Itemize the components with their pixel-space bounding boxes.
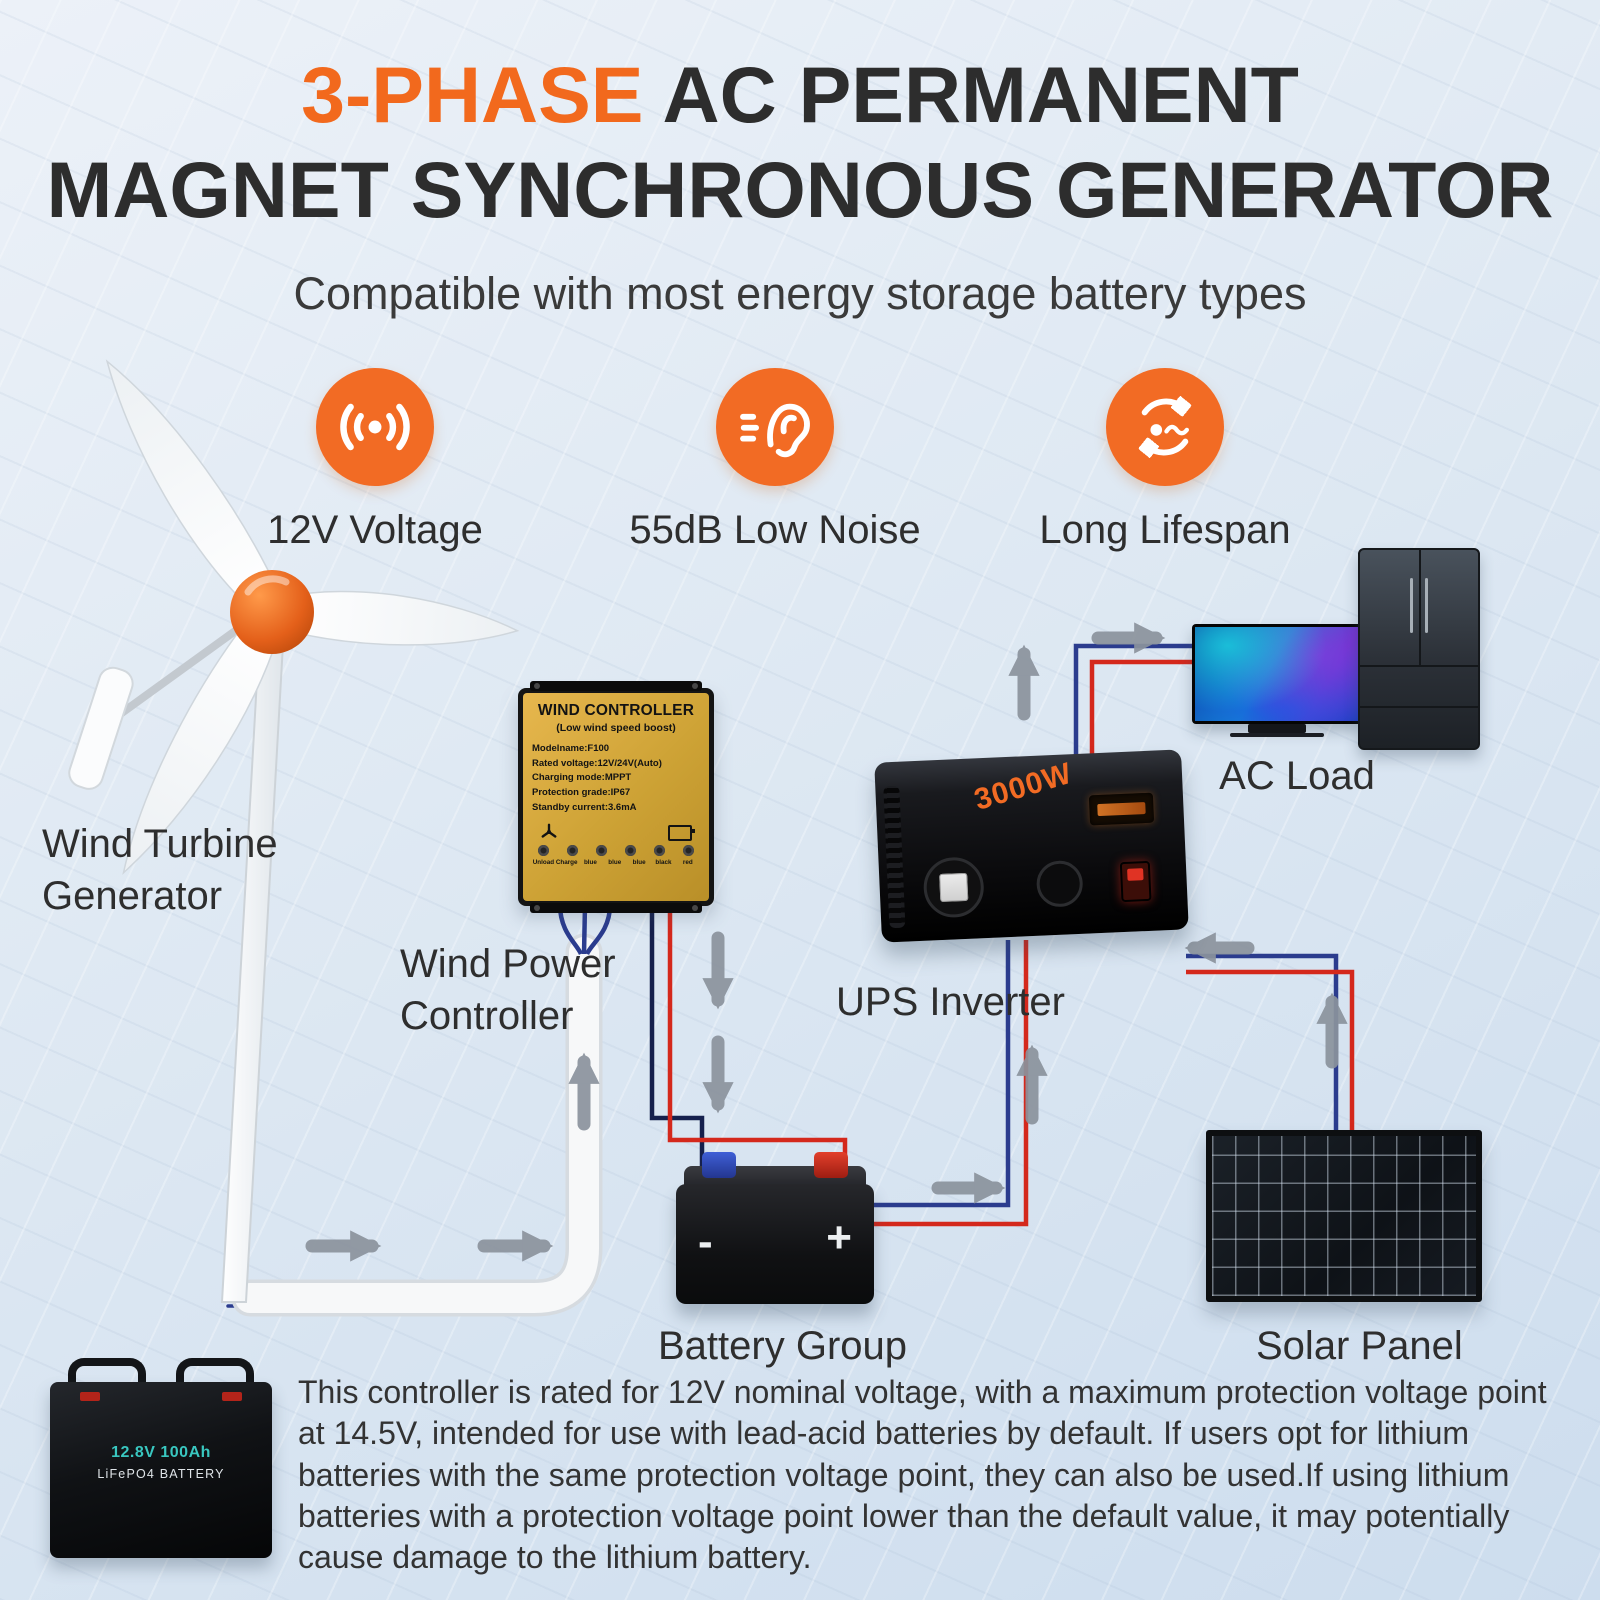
- terminal-label: red: [682, 858, 693, 866]
- page-subtitle: Compatible with most energy storage batt…: [293, 268, 1307, 319]
- controller-faceplate: WIND CONTROLLER (Low wind speed boost) M…: [523, 693, 709, 901]
- wind-controller-device: WIND CONTROLLER (Low wind speed boost) M…: [518, 681, 714, 913]
- wind-power-controller-label: Wind Power Controller: [400, 942, 616, 1038]
- battery-positive-terminal: [814, 1152, 848, 1178]
- feature-voltage-label: 12V Voltage: [267, 508, 483, 552]
- title-line-2: MAGNET SYNCHRONOUS GENERATOR: [46, 144, 1554, 234]
- solar-panel-device: [1206, 1130, 1482, 1302]
- fridge-device: [1358, 548, 1480, 750]
- solar-inverter-blue-wire: [1186, 953, 1339, 1134]
- tv-stand: [1230, 724, 1324, 737]
- lifepo4-battery-device: 12.8V 100Ah LiFePO4 BATTERY: [50, 1358, 272, 1558]
- title-highlight: 3-PHASE: [301, 50, 644, 139]
- tv-screen: [1195, 627, 1359, 721]
- battery-group-label: Battery Group: [658, 1324, 908, 1368]
- battery-minus-mark: -: [698, 1217, 713, 1266]
- inverter-vents: [883, 785, 906, 929]
- solar-inverter-red-wire: [1186, 969, 1355, 1134]
- ups-inverter-device: 3000W: [874, 749, 1189, 943]
- battery-plus-mark: +: [826, 1213, 852, 1262]
- ac-load-label: AC Load: [1219, 754, 1375, 798]
- terminal-label: blue: [608, 858, 622, 866]
- ups-inverter-label: UPS Inverter: [836, 980, 1065, 1024]
- terminal-label: black: [655, 858, 672, 866]
- mini-turbine-icon: [541, 823, 557, 838]
- terminal-screw: [654, 844, 665, 856]
- lifepo4-battery-body: 12.8V 100Ah LiFePO4 BATTERY: [50, 1382, 272, 1558]
- battery-terminal-cap: [80, 1392, 100, 1401]
- lifepo4-voltage-text: 12.8V 100Ah: [111, 1444, 211, 1461]
- mini-battery-icon: [668, 824, 695, 841]
- controller-mount-flange: [530, 681, 702, 691]
- fridge-drawer-line: [1360, 664, 1478, 667]
- terminal-screw: [625, 844, 636, 856]
- fridge-handle: [1410, 577, 1413, 634]
- solar-panel-label: Solar Panel: [1256, 1324, 1463, 1368]
- feature-low-noise-label: 55dB Low Noise: [629, 508, 921, 552]
- turbine-hub-highlight: [244, 575, 290, 596]
- terminal-screw: [538, 844, 549, 856]
- inverter-acload-blue-wire: [1073, 643, 1194, 762]
- title-line1-rest: AC PERMANENT: [643, 50, 1299, 139]
- title-line-1: 3-PHASE AC PERMANENT: [0, 48, 1600, 143]
- controller-panel-subtitle: (Low wind speed boost): [556, 722, 676, 734]
- inverter-acload-red-wire: [1089, 659, 1194, 762]
- battery-negative-terminal: [702, 1152, 736, 1178]
- fridge-drawer-line: [1360, 706, 1478, 709]
- feature-low-noise: 55dB Low Noise: [600, 368, 950, 553]
- inverter-round-socket: [1035, 859, 1084, 908]
- page-title: 3-PHASE AC PERMANENT MAGNET SYNCHRONOUS …: [0, 48, 1600, 238]
- lifecycle-icon: [1106, 368, 1224, 486]
- inverter-display: [1088, 792, 1155, 826]
- feature-lifespan-label: Long Lifespan: [1039, 508, 1291, 552]
- turbine-tail-boom: [108, 622, 246, 724]
- inverter-power-switch: [1119, 860, 1152, 903]
- terminal-screw: [567, 844, 578, 856]
- fridge-door-divider: [1419, 550, 1421, 665]
- terminal-label: blue: [632, 858, 646, 866]
- terminal-screw: [683, 844, 694, 856]
- turbine-tail-fin: [68, 666, 134, 790]
- controller-mount-flange: [530, 903, 702, 913]
- controller-spec-charging: Charging mode:MPPT: [532, 772, 632, 784]
- terminal-label: Unload Charge: [532, 858, 578, 866]
- terminal-label: blue: [583, 858, 597, 866]
- feature-lifespan: Long Lifespan: [1010, 368, 1320, 553]
- battery-terminal-cap: [222, 1392, 242, 1401]
- lifepo4-battery-label: 12.8V 100Ah LiFePO4 BATTERY: [50, 1444, 272, 1481]
- inverter-ac-socket: [922, 856, 986, 919]
- lifepo4-type-text: LiFePO4 BATTERY: [97, 1467, 225, 1481]
- controller-spec-model: Modelname:F100: [532, 743, 610, 754]
- fridge-handle: [1425, 577, 1428, 634]
- controller-spec-voltage: Rated voltage:12V/24V(Auto): [532, 757, 662, 769]
- controller-spec-protection: Protection grade:IP67: [532, 787, 631, 799]
- wind-turbine-label: Wind Turbine Generator: [42, 822, 278, 918]
- controller-terminal-screws: [532, 844, 700, 856]
- feature-voltage: 12V Voltage: [250, 368, 500, 553]
- controller-red-wire: [667, 905, 848, 1166]
- controller-terminal-labels: Unload Charge blue blue blue black red: [532, 859, 700, 866]
- broadcast-icon: [316, 368, 434, 486]
- controller-footnote: This controller is rated for 12V nominal…: [298, 1374, 1547, 1576]
- battery-handle: [176, 1358, 254, 1394]
- controller-panel-title: WIND CONTROLLER: [537, 702, 695, 719]
- controller-specs: Modelname:F100 Rated voltage:12V/24V(Aut…: [532, 742, 700, 816]
- inverter-power-rating: 3000W: [970, 756, 1076, 817]
- battery-group-device: - +: [676, 1152, 874, 1304]
- tv-device: [1192, 624, 1362, 737]
- terminal-screw: [596, 844, 607, 856]
- battery-handle: [68, 1358, 146, 1394]
- turbine-hub: [230, 570, 314, 654]
- ear-icon: [716, 368, 834, 486]
- controller-io-icons: [532, 823, 700, 841]
- controller-black-wire: [649, 905, 705, 1168]
- controller-spec-standby: Standby current:3.6mA: [532, 801, 637, 813]
- battery-body: - +: [676, 1184, 874, 1304]
- turbine-blades: [105, 359, 520, 875]
